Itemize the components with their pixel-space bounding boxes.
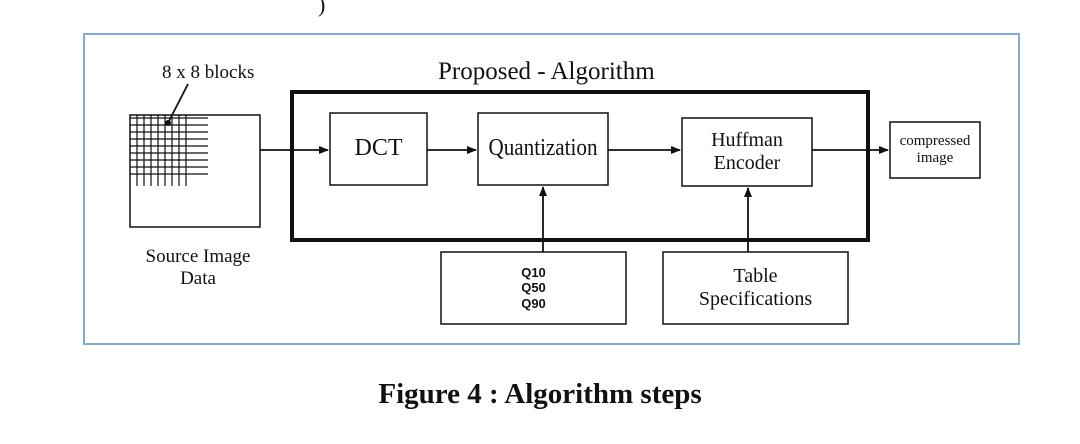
quality-level-q10: Q10: [521, 264, 546, 280]
huffman-line2: Encoder: [713, 152, 781, 174]
quantization-label: Quantization: [488, 135, 598, 162]
table-specifications-label: Table Specifications: [663, 252, 848, 324]
quality-box: [440, 251, 627, 325]
compressed-image-label: compressed image: [890, 122, 980, 178]
algorithm-title: Proposed - Algorithm: [438, 58, 655, 85]
blocks-label: 8 x 8 blocks: [162, 62, 255, 83]
quality-level-q90: Q90: [521, 295, 546, 311]
algorithm-box: [290, 90, 870, 242]
table-line1: Table: [733, 265, 778, 287]
huffman-line1: Huffman: [711, 129, 783, 151]
figure-frame: [83, 33, 1020, 345]
figure-caption: Figure 4 : Algorithm steps: [378, 378, 702, 410]
table-spec-box: [662, 251, 849, 325]
quantization-box: [477, 112, 609, 186]
block-grid: [130, 115, 208, 186]
quality-levels-label: Q10 Q50 Q90: [441, 252, 626, 324]
blocks-pointer: [167, 83, 189, 124]
table-line2: Specifications: [698, 288, 813, 310]
blocks-pointer-dot: [165, 120, 171, 126]
output-box: [889, 121, 981, 179]
huffman-box: [681, 117, 813, 187]
quality-level-q50: Q50: [521, 280, 546, 296]
output-line2: image: [916, 150, 954, 166]
dct-label: DCT: [354, 135, 403, 162]
top-fragment-text: ): [318, 0, 326, 17]
output-line1: compressed: [899, 132, 971, 149]
huffman-encoder-label: Huffman Encoder: [682, 118, 812, 186]
dct-box: [329, 112, 428, 186]
source-line2: Data: [180, 267, 216, 289]
source-line1: Source Image: [145, 246, 251, 267]
source-image-label: Source Image Data: [128, 246, 268, 290]
source-image-box: [129, 114, 261, 228]
